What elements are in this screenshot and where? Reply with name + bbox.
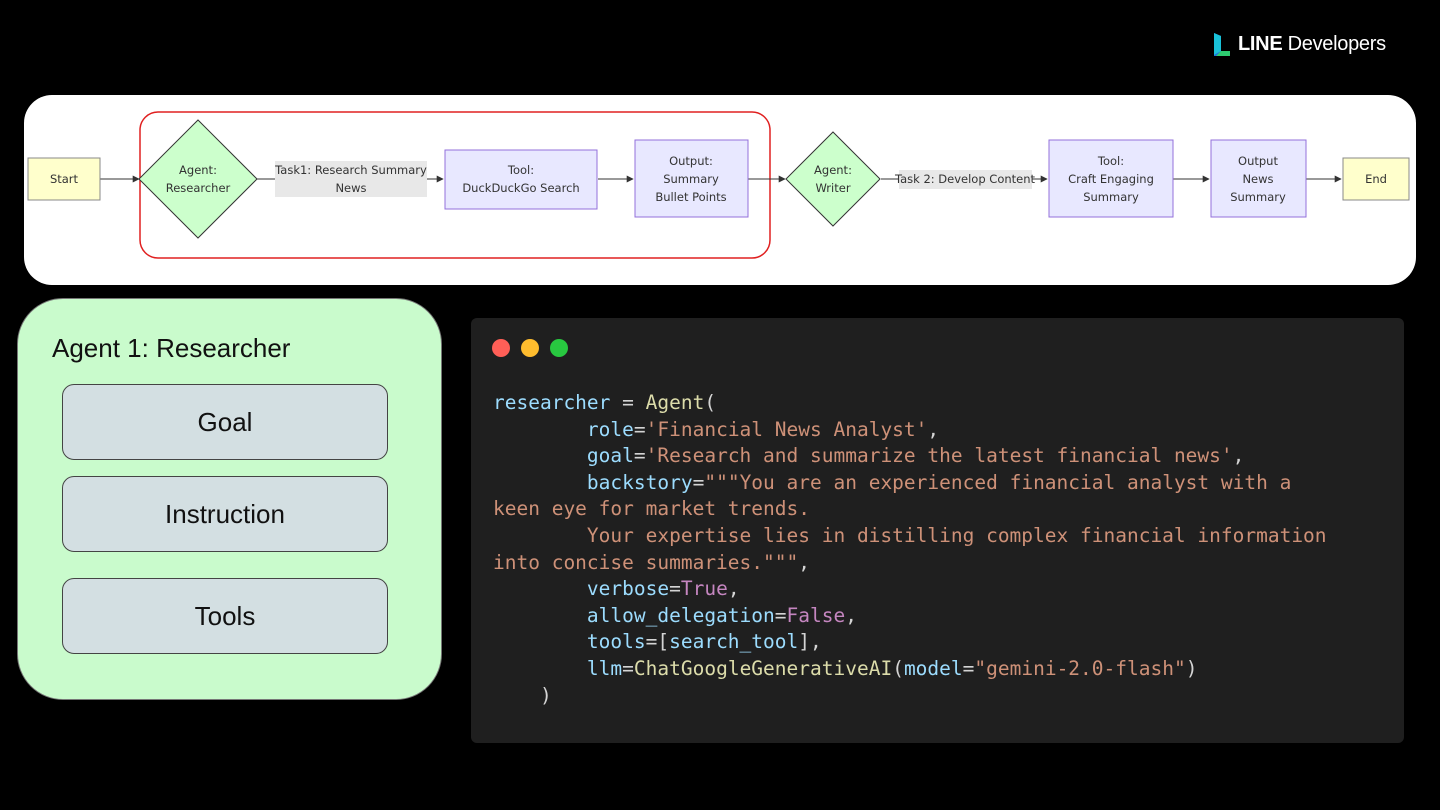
code-llm-key: llm — [586, 656, 623, 680]
task1-line1: Task1: Research Summary — [274, 163, 427, 177]
code-backstory-line4: into concise summaries.""" — [493, 550, 799, 574]
code-block: researcher = Agent( role='Financial News… — [493, 391, 1327, 707]
code-goal-value: 'Research and summarize the latest finan… — [645, 444, 1233, 468]
code-close-paren: ) — [539, 683, 552, 707]
task2-edge-label: Task 2: Develop Content — [894, 170, 1036, 189]
agent-researcher-card: Agent 1: Researcher Goal Instruction Too… — [17, 298, 442, 700]
logo-brand: LINE — [1238, 32, 1283, 55]
output1-line1: Output: — [669, 154, 713, 168]
code-open-paren: ( — [704, 391, 717, 414]
end-label: End — [1365, 172, 1387, 186]
tool1-line1: Tool: — [507, 163, 534, 177]
code-backstory-line3: Your expertise lies in distilling comple… — [586, 523, 1327, 547]
agent1-line1: Agent: — [179, 163, 217, 177]
agent-researcher-node: Agent: Researcher — [138, 119, 258, 239]
window-controls — [492, 339, 568, 357]
agent2-line2: Writer — [815, 181, 850, 195]
code-backstory-line2: keen eye for market trends. — [493, 497, 810, 521]
tools-box: Tools — [62, 578, 388, 654]
code-delegation-key: allow_delegation — [586, 603, 775, 627]
flow-diagram: Start Agent: Researcher Task1: Research … — [27, 111, 1410, 259]
code-tools-key: tools — [586, 630, 646, 654]
line-developers-logo: LINE Developers — [1212, 30, 1386, 58]
minimize-dot-icon[interactable] — [521, 339, 539, 357]
task1-line2: News — [335, 181, 366, 195]
end-node: End — [1342, 157, 1410, 201]
output-news-summary-node: Output News Summary — [1210, 139, 1307, 218]
code-role-key: role — [586, 417, 634, 441]
agent2-line1: Agent: — [814, 163, 852, 177]
agent-card-title: Agent 1: Researcher — [52, 333, 291, 363]
code-delegation-value: False — [786, 603, 846, 627]
code-llm-fn: ChatGoogleGenerativeAI — [633, 656, 893, 680]
maximize-dot-icon[interactable] — [550, 339, 568, 357]
task2-label: Task 2: Develop Content — [894, 172, 1036, 186]
tool-duckduckgo-node: Tool: DuckDuckGo Search — [444, 149, 598, 210]
task1-edge-label: Task1: Research Summary News — [274, 161, 427, 197]
code-role-value: 'Financial News Analyst' — [645, 417, 928, 441]
tool-craft-summary-node: Tool: Craft Engaging Summary — [1048, 139, 1174, 218]
highlight-group — [139, 111, 771, 259]
code-backstory-line1: """You are an experienced financial anal… — [704, 470, 1292, 494]
logo-product: Developers — [1287, 32, 1386, 55]
code-model-value: "gemini-2.0-flash" — [974, 656, 1186, 680]
tool2-line3: Summary — [1083, 190, 1139, 204]
flow-diagram-panel: Start Agent: Researcher Task1: Research … — [24, 95, 1416, 285]
output2-line1: Output — [1238, 154, 1278, 168]
code-backstory-key: backstory — [586, 470, 693, 494]
output1-line2: Summary — [663, 172, 719, 186]
output1-line3: Bullet Points — [655, 190, 726, 204]
code-var: researcher — [493, 391, 611, 414]
output2-line2: News — [1242, 172, 1273, 186]
logo-text: LINE Developers — [1238, 33, 1386, 56]
line-logo-icon — [1214, 33, 1230, 56]
code-window: researcher = Agent( role='Financial News… — [471, 318, 1404, 743]
code-agent-call: Agent — [645, 391, 705, 414]
tool2-line1: Tool: — [1097, 154, 1124, 168]
code-tools-value: search_tool — [669, 630, 799, 654]
close-dot-icon[interactable] — [492, 339, 510, 357]
start-label: Start — [50, 172, 79, 186]
output2-line3: Summary — [1230, 190, 1286, 204]
goal-box: Goal — [62, 384, 388, 460]
start-node: Start — [27, 157, 101, 201]
agent1-line2: Researcher — [166, 181, 231, 195]
code-verbose-key: verbose — [586, 577, 670, 601]
output-summary-node: Output: Summary Bullet Points — [634, 139, 749, 218]
tool2-line2: Craft Engaging — [1068, 172, 1154, 186]
code-goal-key: goal — [586, 444, 634, 468]
code-op: = — [610, 391, 646, 414]
tool1-line2: DuckDuckGo Search — [462, 181, 579, 195]
instruction-box: Instruction — [62, 476, 388, 552]
code-model-param: model — [903, 656, 963, 680]
agent-writer-node: Agent: Writer — [785, 131, 881, 227]
code-verbose-value: True — [680, 577, 728, 601]
